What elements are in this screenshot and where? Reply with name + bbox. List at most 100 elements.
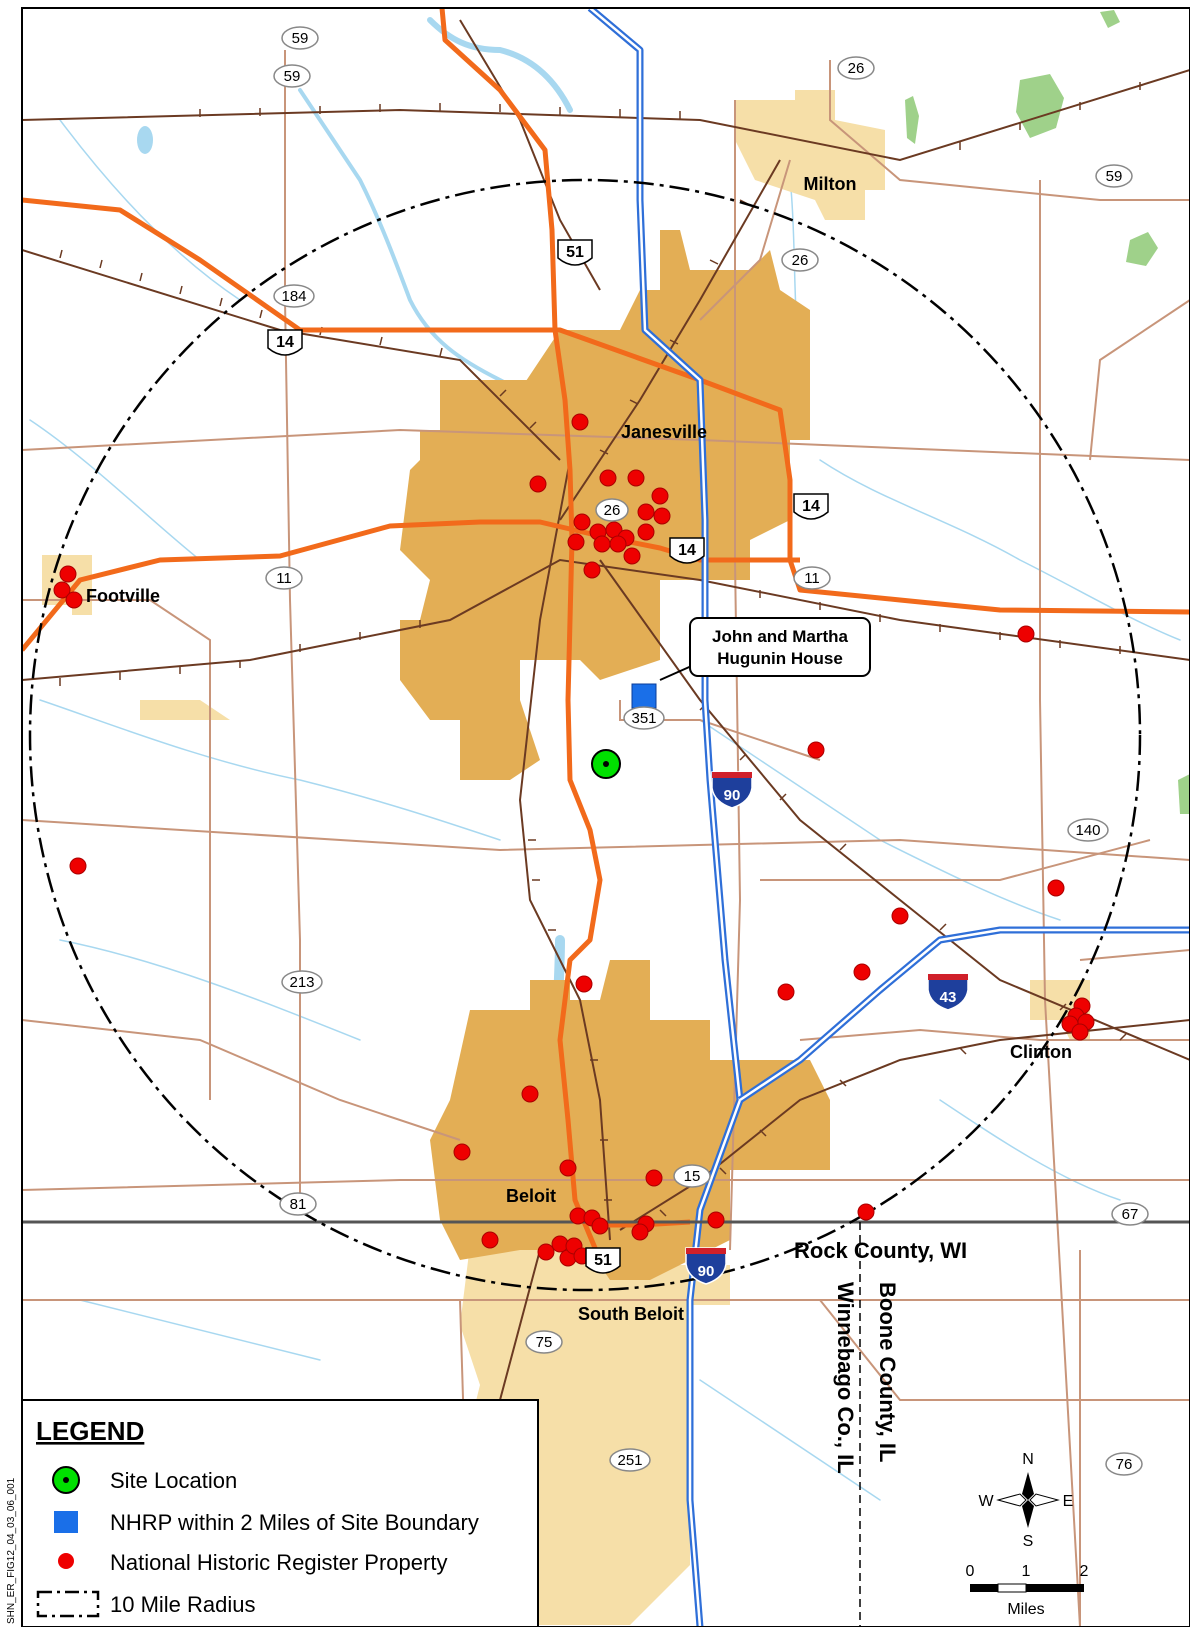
route-shield: 140 xyxy=(1067,818,1109,842)
route-shield: 251 xyxy=(609,1448,651,1472)
blue-square-icon xyxy=(54,1511,78,1533)
svg-text:59: 59 xyxy=(284,68,301,85)
legend-item-historic-property: National Historic Register Property xyxy=(58,1550,447,1575)
city-label-milton: Milton xyxy=(804,174,857,194)
svg-text:140: 140 xyxy=(1075,822,1100,839)
legend-title: LEGEND xyxy=(36,1416,144,1446)
interstate-shields: 90 43 90 xyxy=(685,771,969,1285)
svg-text:0: 0 xyxy=(966,1563,975,1580)
svg-text:184: 184 xyxy=(281,288,306,305)
map-frame xyxy=(21,7,1190,1627)
city-label-beloit: Beloit xyxy=(506,1186,556,1206)
svg-text:14: 14 xyxy=(678,542,696,559)
svg-text:10 Mile Radius: 10 Mile Radius xyxy=(110,1592,256,1617)
svg-text:N: N xyxy=(1022,1451,1034,1468)
route-shield: 75 xyxy=(525,1330,563,1354)
us-shield: 51 xyxy=(585,1247,621,1274)
route-shield: 67 xyxy=(1111,1202,1149,1226)
svg-text:90: 90 xyxy=(698,1263,715,1280)
svg-text:59: 59 xyxy=(1106,168,1123,185)
callout-line-1: John and Martha xyxy=(712,627,849,646)
svg-text:11: 11 xyxy=(276,570,292,587)
svg-text:E: E xyxy=(1063,1493,1074,1510)
svg-text:59: 59 xyxy=(292,30,309,47)
svg-text:213: 213 xyxy=(289,974,314,991)
county-label-boone: Boone County, IL xyxy=(875,1282,900,1462)
route-shield: 26 xyxy=(595,498,629,522)
city-label-janesville: Janesville xyxy=(621,422,707,442)
site-location-marker[interactable] xyxy=(591,749,621,779)
city-label-clinton: Clinton xyxy=(1010,1042,1072,1062)
interstate-shield: 43 xyxy=(927,973,969,1011)
svg-text:90: 90 xyxy=(724,787,741,804)
legend-item-nhrp: NHRP within 2 Miles of Site Boundary xyxy=(54,1510,479,1535)
route-shield: 11 xyxy=(793,566,831,590)
red-dot-icon xyxy=(58,1553,74,1569)
svg-text:11: 11 xyxy=(804,570,820,587)
legend: LEGEND Site Location NHRP within 2 Miles… xyxy=(22,1399,539,1627)
county-label-winnebago: Winnebago Co., IL xyxy=(833,1282,858,1474)
svg-text:81: 81 xyxy=(290,1196,307,1213)
svg-text:26: 26 xyxy=(604,502,621,519)
callout-hugunin-house: John and Martha Hugunin House xyxy=(659,617,871,681)
route-shield: 26 xyxy=(781,248,819,272)
legend-item-site-location: Site Location xyxy=(52,1466,237,1494)
railroad-ties xyxy=(59,82,1141,1217)
svg-text:2: 2 xyxy=(1080,1563,1089,1580)
north-arrow-icon: N S E W xyxy=(978,1451,1073,1550)
us-shield: 14 xyxy=(793,493,829,520)
svg-text:14: 14 xyxy=(276,334,294,351)
legend-item-ten-mile-radius: 10 Mile Radius xyxy=(36,1590,256,1618)
us-shield: 51 xyxy=(557,239,593,266)
state-route-shields: 59 59 26 59 26 184 11 11 351 140 213 81 … xyxy=(265,26,1149,1476)
city-label-south-beloit: South Beloit xyxy=(578,1304,684,1324)
city-label-footville: Footville xyxy=(86,586,160,606)
nhrp-blue-square[interactable] xyxy=(631,683,657,709)
interstate-shield: 90 xyxy=(685,1247,727,1285)
route-shield: 11 xyxy=(265,566,303,590)
route-shield: 184 xyxy=(273,284,315,308)
route-shield: 59 xyxy=(1095,164,1133,188)
svg-text:26: 26 xyxy=(792,252,809,269)
route-shield: 213 xyxy=(281,970,323,994)
figure-file-code: SHN_ER_FIG12_04_03_06_001 xyxy=(6,1477,17,1624)
ten-mile-radius-circle xyxy=(28,178,1142,1292)
svg-text:1: 1 xyxy=(1022,1563,1031,1580)
route-shield: 59 xyxy=(273,64,311,88)
route-shield: 351 xyxy=(623,706,665,730)
svg-text:75: 75 xyxy=(536,1334,553,1351)
svg-text:National Historic Register Pro: National Historic Register Property xyxy=(110,1550,447,1575)
dash-box-icon xyxy=(36,1590,100,1618)
svg-text:W: W xyxy=(978,1493,994,1510)
svg-text:67: 67 xyxy=(1122,1206,1139,1223)
us-shield: 14 xyxy=(669,537,705,564)
svg-text:43: 43 xyxy=(940,989,957,1006)
route-shield: 81 xyxy=(279,1192,317,1216)
historic-property-markers xyxy=(53,413,1095,1267)
svg-text:251: 251 xyxy=(617,1452,642,1469)
minor-roads xyxy=(22,50,1190,1627)
county-label-rock: Rock County, WI xyxy=(794,1238,967,1263)
callout-line-2: Hugunin House xyxy=(717,649,843,668)
interstate-shield: 90 xyxy=(711,771,753,809)
scale-bar: 0 1 2 Miles xyxy=(966,1563,1089,1618)
svg-text:26: 26 xyxy=(848,60,865,77)
route-shield: 26 xyxy=(837,56,875,80)
svg-text:Site Location: Site Location xyxy=(110,1468,237,1493)
us-route-shields: 51 14 14 14 51 xyxy=(267,239,829,1274)
svg-text:76: 76 xyxy=(1116,1456,1133,1473)
route-shield: 59 xyxy=(281,26,319,50)
svg-text:NHRP within 2 Miles of Site Bo: NHRP within 2 Miles of Site Boundary xyxy=(110,1510,479,1535)
us-shield: 14 xyxy=(267,329,303,356)
svg-text:351: 351 xyxy=(631,710,656,727)
svg-text:51: 51 xyxy=(594,1252,612,1269)
svg-text:15: 15 xyxy=(684,1168,701,1185)
svg-text:51: 51 xyxy=(566,244,584,261)
svg-text:S: S xyxy=(1023,1533,1034,1550)
route-shield: 76 xyxy=(1105,1452,1143,1476)
svg-text:Miles: Miles xyxy=(1007,1601,1044,1618)
route-shield: 15 xyxy=(673,1164,711,1188)
svg-text:14: 14 xyxy=(802,498,820,515)
park-areas xyxy=(905,10,1190,814)
